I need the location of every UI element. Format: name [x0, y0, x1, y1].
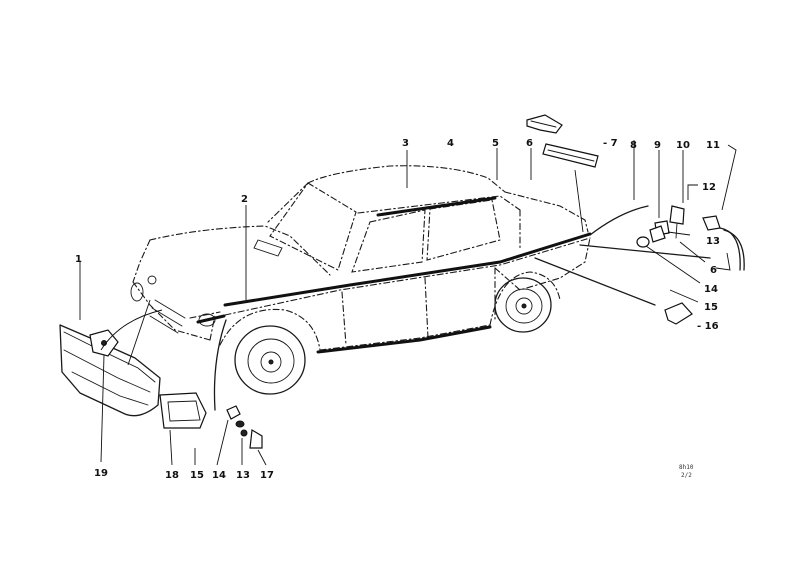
callout-4: 4: [447, 138, 454, 149]
hood-moulding: [196, 314, 226, 324]
reference-code: 8h10 2/2: [679, 464, 694, 479]
callout-11: 11: [706, 140, 720, 151]
clip-strip-6: [719, 227, 741, 271]
callout-10: 10: [676, 140, 690, 151]
rocker-moulding: [316, 325, 492, 354]
front-wheel: [234, 325, 306, 395]
roof-moulding: [376, 196, 497, 217]
trim-end-8: [542, 143, 599, 168]
callout-5: 5: [492, 138, 499, 149]
callout-16: - 16: [697, 321, 719, 332]
reference-code-line-1: 8h10: [679, 464, 694, 471]
callout-9: 9: [654, 140, 661, 151]
side-moulding: [223, 232, 592, 307]
trim-clip-7: [526, 114, 563, 134]
callout-13-right: 13: [706, 236, 720, 247]
front-bumper: [59, 324, 161, 417]
callout-17: 17: [260, 470, 274, 481]
sill-strip-rear: [534, 257, 656, 306]
bumper-guard-18: [159, 392, 207, 429]
front-cable: [213, 319, 227, 411]
callout-15-right: 15: [704, 302, 718, 313]
callout-7: - 7: [603, 138, 618, 149]
callout-14-right: 14: [704, 284, 718, 295]
leader-lines: [79, 140, 737, 466]
callout-13-bottom: 13: [236, 470, 250, 481]
callout-3: 3: [402, 138, 409, 149]
nut-14: [636, 236, 650, 248]
callout-14-bottom: 14: [212, 470, 226, 481]
callout-18: 18: [165, 470, 179, 481]
front-fasteners: [226, 405, 263, 449]
callout-8: 8: [630, 140, 637, 151]
callout-19: 19: [94, 468, 108, 479]
callout-6-top: 6: [526, 138, 533, 149]
callout-labels: 1 2 3 4 5 6 - 7 8 9 10 11 12 13 6 14 15 …: [75, 138, 720, 481]
rear-wheel: [494, 277, 552, 333]
callout-15-bottom: 15: [190, 470, 204, 481]
rear-lower-strip: [579, 244, 711, 259]
callout-2: 2: [241, 194, 248, 205]
callout-1: 1: [75, 254, 82, 265]
trim-mouldings: [196, 196, 711, 411]
rear-trim-strip: [589, 205, 649, 236]
clip-11: [702, 215, 721, 231]
screw-10: [669, 205, 685, 225]
reference-code-line-2: 2/2: [681, 472, 692, 479]
right-fasteners: [636, 205, 745, 325]
callout-6-right: 6: [710, 265, 717, 276]
callout-12: 12: [702, 182, 716, 193]
end-cap-16: [664, 302, 693, 325]
car-body-outline: [130, 165, 591, 351]
